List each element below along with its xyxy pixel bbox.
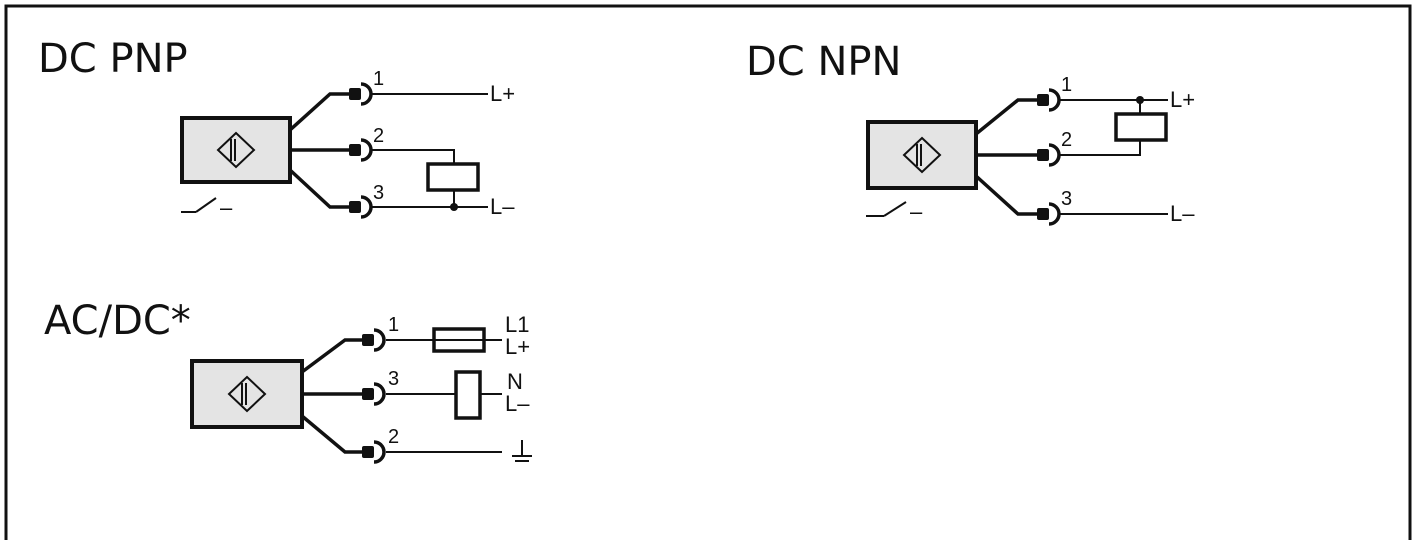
outer-border xyxy=(4,4,1412,540)
connector-icon xyxy=(349,138,373,162)
npn-wire-2 xyxy=(1060,140,1141,156)
connector-icon xyxy=(349,82,373,106)
npn-terminal-lminus: L– xyxy=(1170,201,1195,226)
connector-icon xyxy=(349,195,373,219)
connector-icon xyxy=(1037,88,1061,112)
npn-lead-3 xyxy=(974,174,1038,216)
dc-npn-diagram: DC NPN 1 2 3 L+ L– xyxy=(746,39,1195,226)
connector-icon xyxy=(362,440,386,464)
switch-contact-icon xyxy=(181,197,217,213)
acdc-lead-2 xyxy=(300,414,363,454)
npn-pin-2: 2 xyxy=(1061,129,1072,151)
connector-icon xyxy=(1037,202,1061,226)
sensor-body-icon xyxy=(866,120,978,190)
acdc-terminal-n: N xyxy=(507,369,523,394)
npn-terminal-lplus: L+ xyxy=(1170,87,1195,112)
sensor-body-icon xyxy=(190,359,304,429)
fuse-icon xyxy=(432,327,486,353)
acdc-pin-3: 3 xyxy=(388,368,399,390)
load-relay-icon xyxy=(426,162,480,192)
pnp-wire-2 xyxy=(372,149,455,164)
npn-junction xyxy=(1136,96,1144,104)
npn-output-mark: – xyxy=(910,199,923,224)
switch-contact-icon xyxy=(866,201,907,217)
npn-title: DC NPN xyxy=(746,39,901,85)
pnp-pin-2: 2 xyxy=(373,125,384,147)
acdc-terminal-l1: L1 xyxy=(505,312,529,337)
load-relay-icon xyxy=(1114,112,1168,142)
pnp-title: DC PNP xyxy=(38,36,188,82)
npn-lead-1 xyxy=(974,98,1038,136)
pnp-terminal-lplus: L+ xyxy=(490,81,515,106)
pnp-lead-1 xyxy=(288,92,350,132)
acdc-pin-1: 1 xyxy=(388,314,399,336)
pnp-lead-3 xyxy=(288,168,350,209)
load-relay-icon xyxy=(454,370,482,420)
acdc-terminal-lplus: L+ xyxy=(505,334,530,359)
pnp-terminal-lminus: L– xyxy=(490,194,515,219)
pnp-pin-1: 1 xyxy=(373,68,384,90)
connector-icon xyxy=(1037,143,1061,167)
acdc-title: AC/DC* xyxy=(44,298,191,344)
pnp-output-mark: – xyxy=(220,195,233,220)
sensor-body-icon xyxy=(180,116,292,184)
acdc-diagram: AC/DC* 1 3 2 xyxy=(44,298,532,464)
connector-icon xyxy=(362,382,386,406)
npn-pin-3: 3 xyxy=(1061,188,1072,210)
acdc-pin-2: 2 xyxy=(388,426,399,448)
acdc-terminal-lminus: L– xyxy=(505,391,530,416)
dc-pnp-diagram: DC PNP 1 2 3 xyxy=(38,36,515,220)
npn-pin-1: 1 xyxy=(1061,74,1072,96)
ground-icon xyxy=(512,440,532,462)
pnp-junction xyxy=(450,203,458,211)
pnp-pin-3: 3 xyxy=(373,182,384,204)
acdc-lead-1 xyxy=(300,338,363,374)
connector-icon xyxy=(362,328,386,352)
